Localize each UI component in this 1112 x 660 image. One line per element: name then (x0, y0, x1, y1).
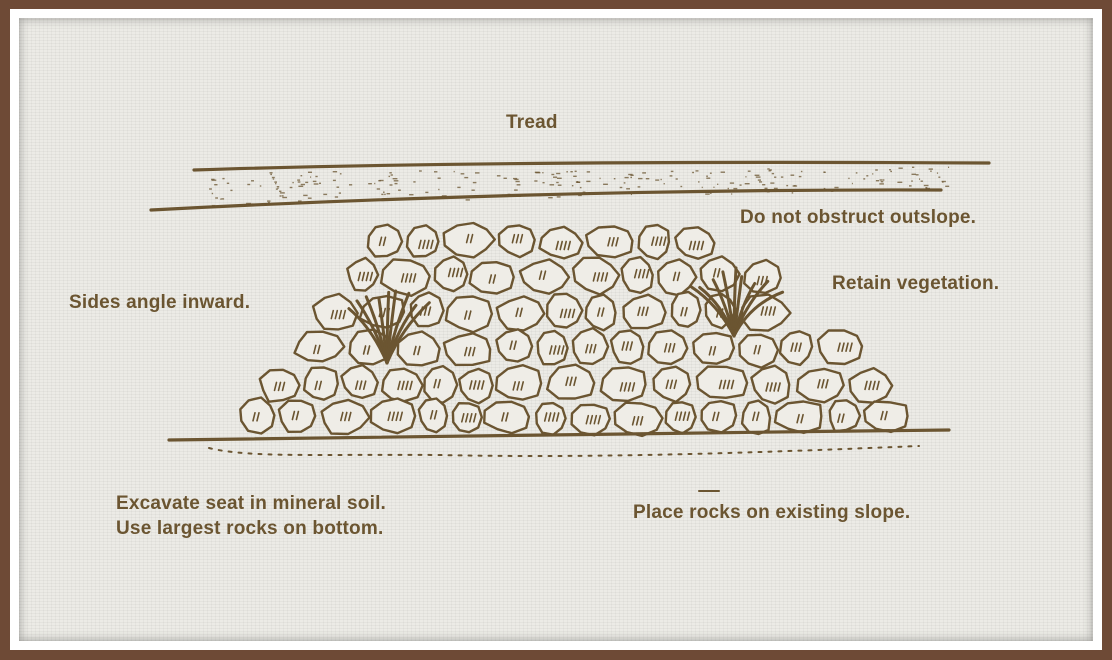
rock (470, 262, 514, 293)
rock (419, 399, 447, 433)
rock (818, 331, 862, 365)
label-excavate: Excavate seat in mineral soil. Use large… (116, 491, 386, 541)
rock (547, 294, 582, 328)
ground-line (169, 430, 949, 491)
rock (830, 400, 860, 431)
label-vegetation: Retain vegetation. (832, 273, 999, 295)
label-excavate-line2: Use largest rocks on bottom. (116, 516, 386, 541)
rock (424, 366, 457, 403)
diagram-canvas: Tread Do not obstruct outslope. Retain v… (19, 18, 1093, 641)
rock (536, 403, 565, 435)
rock (742, 401, 770, 434)
rock (240, 398, 274, 434)
label-sides: Sides angle inward. (69, 292, 250, 314)
rock (573, 328, 608, 364)
rock (446, 297, 492, 333)
rock (444, 223, 495, 257)
rock (411, 292, 444, 326)
rock (435, 257, 468, 292)
rock (648, 330, 687, 364)
rock (751, 366, 789, 404)
label-outslope: Do not obstruct outslope. (740, 207, 976, 229)
rock (693, 333, 734, 364)
rock (702, 401, 737, 432)
rock (539, 227, 582, 259)
excavated-seat (209, 446, 919, 456)
rock (381, 259, 430, 295)
tread-top-line (194, 162, 989, 170)
rock (797, 369, 844, 402)
label-excavate-line1: Excavate seat in mineral soil. (116, 491, 386, 516)
rock (407, 225, 438, 256)
rock (624, 295, 666, 328)
rock (347, 258, 378, 291)
rock (459, 369, 493, 403)
rock (697, 367, 747, 398)
rock (586, 295, 616, 331)
rock-wall (240, 223, 907, 436)
tread-layer (151, 162, 989, 210)
rock (573, 258, 619, 295)
rock (658, 259, 696, 295)
label-tread: Tread (506, 112, 558, 134)
rock (341, 365, 377, 398)
label-place-rocks: Place rocks on existing slope. (633, 502, 910, 524)
rock (601, 367, 646, 401)
tread-gravel (209, 167, 949, 207)
